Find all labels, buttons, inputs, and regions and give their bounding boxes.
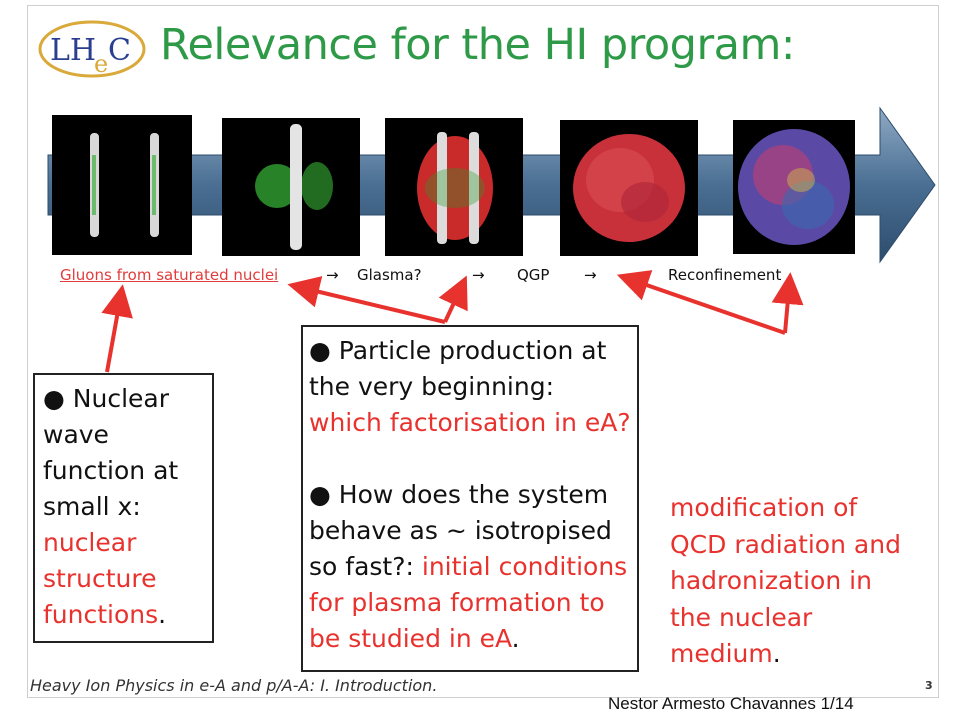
mid-box-paragraph-2: ● How does the system behave as ~ isotro… xyxy=(309,477,631,657)
mid-box-p2-red: initial conditions for plasma formation … xyxy=(309,552,628,653)
right-note: modification of QCD radiation and hadron… xyxy=(670,490,920,673)
left-info-box: ● Nuclear wave function at small x: nucl… xyxy=(33,373,214,643)
mid-box-p1-text: Particle production at the very beginnin… xyxy=(309,336,607,401)
slide-footer: Heavy Ion Physics in e-A and p/A-A: I. I… xyxy=(30,676,438,695)
stage-label-qgp: QGP xyxy=(517,266,550,284)
mid-box-p2-text: How does the system behave as ~ isotropi… xyxy=(309,480,612,581)
middle-info-box: ● Particle production at the very beginn… xyxy=(301,325,639,672)
pointer-arrow-mid-1 xyxy=(287,276,446,324)
mid-box-paragraph-1: ● Particle production at the very beginn… xyxy=(309,333,631,441)
snapshot-glasma-early xyxy=(222,118,360,256)
left-box-black-text: Nuclear wave function at small x: xyxy=(43,384,179,521)
left-box-text: ● Nuclear wave function at small x: nucl… xyxy=(43,381,204,633)
mid-box-p1-red: which factorisation in eA? xyxy=(309,408,631,437)
lhec-logo: LH e C xyxy=(38,20,146,78)
logo-c: C xyxy=(108,33,131,68)
mid-box-p2-tail: . xyxy=(511,624,520,653)
snapshot-reconfinement xyxy=(733,120,855,254)
author-caption: Nestor Armesto Chavannes 1/14 xyxy=(608,694,854,713)
bullet: ● xyxy=(309,480,331,509)
bullet: ● xyxy=(309,336,331,365)
pointer-arrow-left xyxy=(101,284,133,373)
bullet: ● xyxy=(43,384,65,413)
stage-label-glasma: Glasma? xyxy=(357,266,422,284)
right-note-tail: . xyxy=(772,639,781,668)
snapshot-glasma xyxy=(385,118,523,256)
snapshot-nuclei xyxy=(52,115,192,255)
left-box-red-text: nuclear structure functions xyxy=(43,528,159,629)
stage-label-gluons: Gluons from saturated nuclei xyxy=(60,266,279,284)
pointer-arrow-right-1 xyxy=(616,270,786,335)
stage-label-reconfinement: Reconfinement xyxy=(668,266,782,284)
pointer-arrow-mid-2 xyxy=(438,275,468,323)
logo-lh: LH xyxy=(50,33,96,68)
logo-e: e xyxy=(94,50,108,78)
slide-title: Relevance for the HI program: xyxy=(160,20,795,70)
right-note-red: modification of QCD radiation and hadron… xyxy=(670,493,901,668)
slide-number: 3 xyxy=(925,679,933,692)
stage-sep-1: → xyxy=(326,266,339,284)
left-box-tail: . xyxy=(158,600,167,629)
pointer-arrow-right-2 xyxy=(771,272,804,334)
stage-sep-3: → xyxy=(584,266,597,284)
stage-sep-2: → xyxy=(472,266,485,284)
slide-frame xyxy=(27,5,939,698)
snapshot-qgp xyxy=(560,120,698,256)
